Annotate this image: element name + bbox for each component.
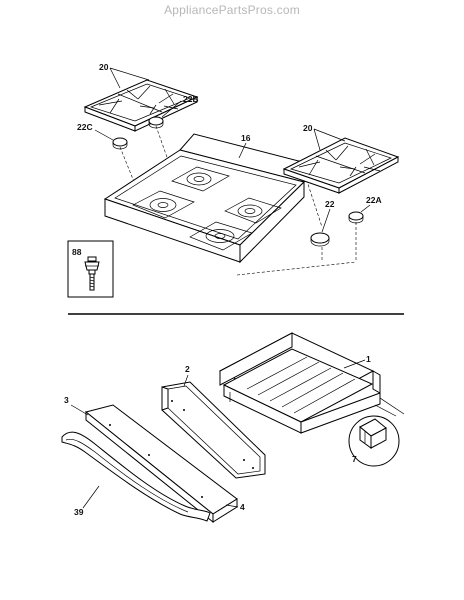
callout-16: 16 xyxy=(241,133,251,143)
callout-4: 4 xyxy=(240,502,245,512)
callout-22b: 22B xyxy=(183,94,199,104)
drawer-slide-inset: 7 xyxy=(348,397,405,467)
burner-well-left-front xyxy=(132,190,195,219)
burner-cap-22b: 22B xyxy=(148,94,199,129)
storage-drawer-body: 1 xyxy=(218,332,381,434)
burner-well-right-front xyxy=(189,221,253,251)
burner-cap-22a: 22A xyxy=(348,195,382,224)
callout-20-left: 20 xyxy=(99,62,109,72)
callout-22: 22 xyxy=(325,199,335,209)
callout-2: 2 xyxy=(185,364,190,374)
callout-3: 3 xyxy=(64,395,69,405)
burner-cap-22c: 22C xyxy=(77,122,128,150)
orifice-icon xyxy=(84,256,100,291)
callout-39: 39 xyxy=(74,507,84,517)
callout-22c: 22C xyxy=(77,122,93,132)
callout-7: 7 xyxy=(352,454,357,464)
burner-well-right-rear xyxy=(224,197,282,224)
drawer-handle: 39 xyxy=(61,431,211,522)
site-title: AppliancePartsPros.com xyxy=(164,3,300,17)
orifice-inset-box: 88 xyxy=(67,240,114,298)
cooktop-maintop: 16 xyxy=(103,133,319,264)
callout-1: 1 xyxy=(366,354,371,364)
drawer-front-panel: 3 4 xyxy=(64,395,245,524)
left-burner-grate xyxy=(83,79,199,132)
right-burner-grate xyxy=(282,137,400,194)
right-grate-callout: 20 xyxy=(303,123,346,151)
burner-cap-22: 22 xyxy=(310,199,335,247)
drawer-slide-icon xyxy=(359,418,387,449)
callout-20-right: 20 xyxy=(303,123,313,133)
left-grate-callout: 20 xyxy=(99,62,150,89)
burner-well-left-rear xyxy=(171,166,230,192)
callout-88: 88 xyxy=(72,247,82,257)
callout-22a: 22A xyxy=(366,195,382,205)
drawer-front-liner: 2 xyxy=(161,364,266,479)
